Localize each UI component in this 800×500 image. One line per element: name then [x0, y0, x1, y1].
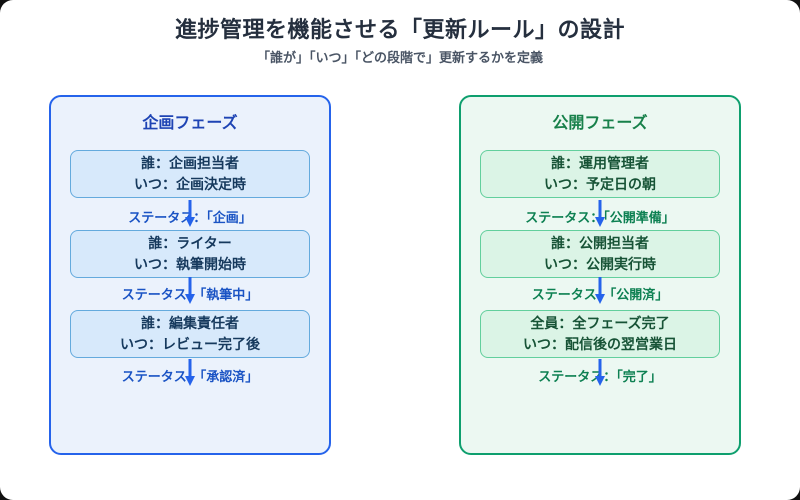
step-who: 誰：編集責任者 — [141, 315, 239, 331]
status-update-publish-2: ステータス：「公開済」 — [461, 277, 739, 306]
step-who: 全員：全フェーズ完了 — [530, 315, 670, 331]
step-when: いつ：企画決定時 — [134, 176, 246, 192]
step-card-planning-3: 誰：編集責任者 いつ：レビュー完了後 — [70, 310, 310, 358]
step-who: 誰：ライター — [148, 235, 232, 251]
status-update-planning-3: ステータス：「承認済」 — [51, 359, 329, 388]
arrow-down-icon — [595, 200, 605, 227]
status-update-publish-3: ステータス：「完了」 — [461, 359, 739, 388]
step-card-planning-2: 誰：ライター いつ：執筆開始時 — [70, 230, 310, 278]
arrow-down-icon — [185, 359, 195, 386]
step-who: 誰：企画担当者 — [141, 155, 239, 171]
status-update-planning-2: ステータス：「執筆中」 — [51, 277, 329, 306]
panel-publish-phase: 公開フェーズ 誰：運用管理者 いつ：予定日の朝 ステータス：「公開準備」 誰：公… — [459, 95, 741, 455]
step-when: いつ：公開実行時 — [544, 256, 656, 272]
page-subtitle: 「誰が」「いつ」「どの段階で」更新するかを定義 — [256, 50, 543, 65]
arrow-down-icon — [185, 277, 195, 304]
step-when: いつ：予定日の朝 — [544, 176, 656, 192]
step-when: いつ：レビュー完了後 — [120, 336, 260, 352]
panel-planning-phase: 企画フェーズ 誰：企画担当者 いつ：企画決定時 ステータス：「企画」 誰：ライタ… — [49, 95, 331, 455]
step-who: 誰：公開担当者 — [551, 235, 649, 251]
step-card-planning-1: 誰：企画担当者 いつ：企画決定時 — [70, 150, 310, 198]
status-update-planning-1: ステータス：「企画」 — [51, 200, 329, 229]
arrow-down-icon — [595, 277, 605, 304]
step-card-publish-1: 誰：運用管理者 いつ：予定日の朝 — [480, 150, 720, 198]
page-title: 進捗管理を機能させる「更新ルール」の設計 — [174, 17, 625, 42]
phase-title-publish: 公開フェーズ — [552, 115, 648, 132]
step-who: 誰：運用管理者 — [551, 155, 649, 171]
arrow-down-icon — [595, 359, 605, 386]
phase-title-planning: 企画フェーズ — [142, 115, 238, 132]
step-when: いつ：配信後の翌営業日 — [523, 336, 677, 352]
step-card-publish-2: 誰：公開担当者 いつ：公開実行時 — [480, 230, 720, 278]
step-card-publish-3: 全員：全フェーズ完了 いつ：配信後の翌営業日 — [480, 310, 720, 358]
step-when: いつ：執筆開始時 — [134, 256, 246, 272]
status-update-publish-1: ステータス：「公開準備」 — [461, 200, 739, 229]
arrow-down-icon — [185, 200, 195, 227]
